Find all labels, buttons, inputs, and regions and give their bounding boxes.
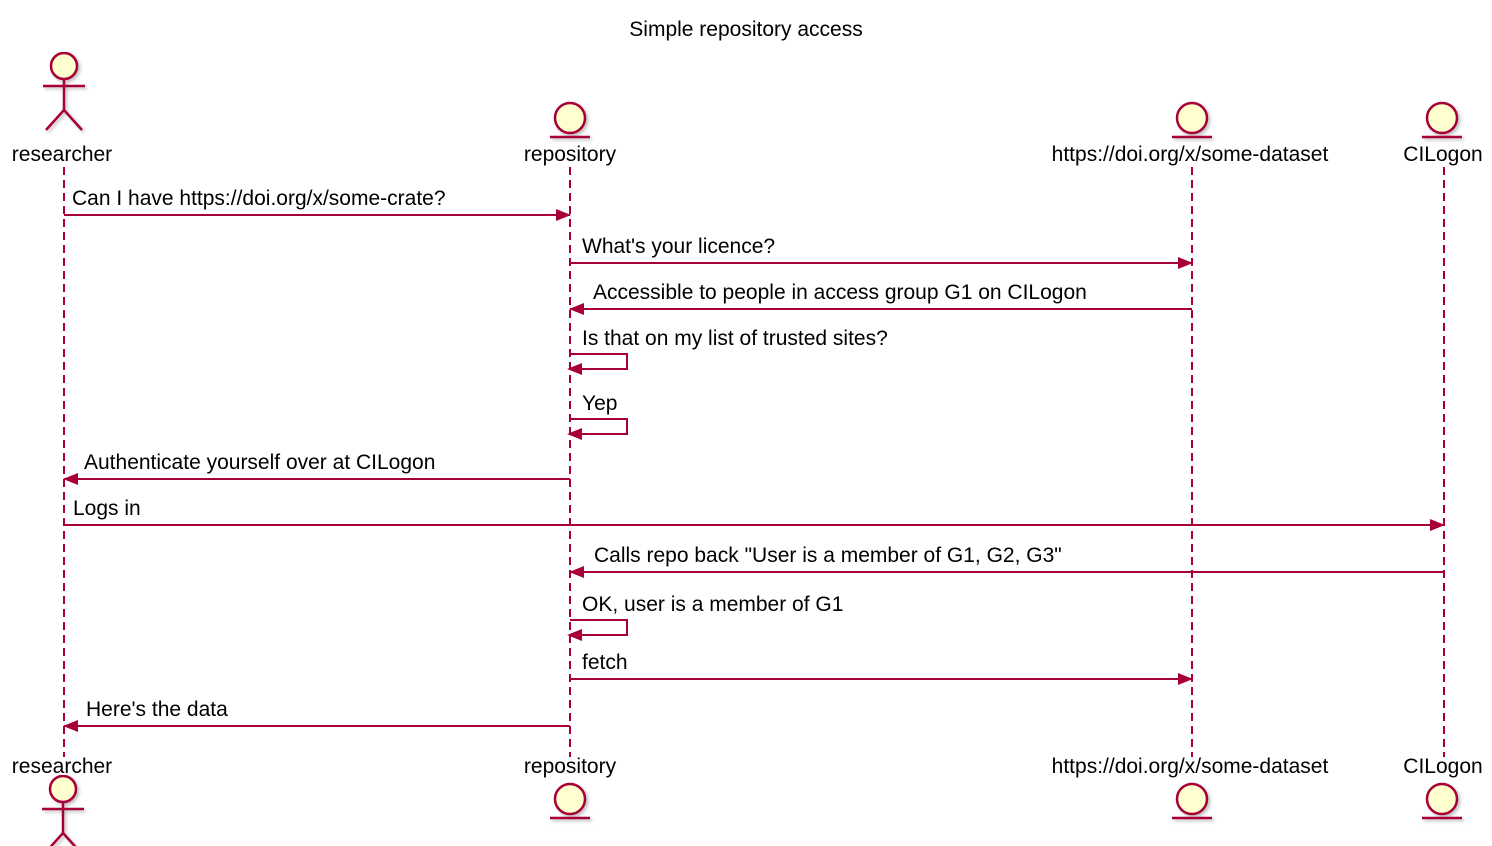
message-3: Accessible to people in access group G1 …	[569, 281, 1192, 315]
message-arrow	[570, 571, 1444, 573]
message-2: What's your licence?	[570, 235, 1193, 269]
participant-label-dataset-bottom: https://doi.org/x/some-dataset	[1051, 755, 1329, 778]
participant-label-cilogon-bottom: CILogon	[1403, 755, 1483, 778]
arrowhead-icon	[569, 303, 584, 315]
actor-icon-researcher-bottom	[42, 775, 84, 846]
message-10: fetch	[570, 651, 1193, 685]
entity-icon-cilogon-bottom	[1422, 782, 1462, 820]
message-label: What's your licence?	[582, 235, 776, 258]
participant-label-repository: repository	[523, 143, 617, 166]
participant-label-researcher-bottom: researcher	[11, 755, 113, 778]
lifeline-repository	[569, 167, 571, 757]
entity-icon-dataset-bottom	[1172, 782, 1212, 820]
participant-label-researcher: researcher	[11, 143, 113, 166]
message-arrow	[64, 478, 570, 480]
message-arrow	[570, 262, 1192, 264]
message-label: Is that on my list of trusted sites?	[582, 327, 888, 350]
message-8: Calls repo back "User is a member of G1,…	[569, 544, 1444, 578]
message-4-self: Is that on my list of trusted sites?	[567, 327, 888, 375]
message-label: OK, user is a member of G1	[582, 593, 844, 616]
arrowhead-icon	[567, 629, 582, 641]
arrowhead-icon	[567, 363, 582, 375]
arrowhead-icon	[63, 720, 78, 732]
entity-icon-repository	[550, 101, 590, 139]
arrowhead-icon	[569, 566, 584, 578]
lifeline-researcher	[63, 167, 65, 757]
message-arrow	[64, 725, 570, 727]
message-7: Logs in	[64, 497, 1445, 531]
message-arrow	[570, 678, 1192, 680]
message-label: Yep	[582, 392, 618, 415]
message-arrow	[64, 524, 1444, 526]
participant-label-cilogon: CILogon	[1403, 143, 1483, 166]
message-label: Can I have https://doi.org/x/some-crate?	[72, 187, 446, 210]
arrowhead-icon	[63, 473, 78, 485]
message-9-self: OK, user is a member of G1	[567, 593, 843, 641]
participant-label-repository-bottom: repository	[523, 755, 617, 778]
message-label: Authenticate yourself over at CILogon	[84, 451, 436, 474]
message-1: Can I have https://doi.org/x/some-crate?	[64, 187, 571, 221]
message-5-self: Yep	[567, 392, 770, 440]
message-label: Logs in	[73, 497, 141, 520]
message-arrow	[570, 308, 1192, 310]
entity-icon-repository-bottom	[550, 782, 590, 820]
message-arrow	[64, 214, 570, 216]
message-label: Accessible to people in access group G1 …	[593, 281, 1087, 304]
arrowhead-icon	[556, 209, 571, 221]
participant-label-dataset: https://doi.org/x/some-dataset	[1051, 143, 1329, 166]
message-label: Here's the data	[86, 698, 228, 721]
actor-icon-researcher	[43, 52, 85, 131]
message-6: Authenticate yourself over at CILogon	[63, 451, 570, 485]
self-arrow	[570, 418, 628, 435]
message-11: Here's the data	[63, 698, 570, 732]
arrowhead-icon	[1178, 257, 1193, 269]
entity-icon-dataset	[1172, 101, 1212, 139]
diagram-title: Simple repository access	[629, 18, 863, 41]
arrowhead-icon	[1430, 519, 1445, 531]
message-label: Calls repo back "User is a member of G1,…	[594, 544, 1062, 567]
self-arrow	[570, 619, 628, 636]
arrowhead-icon	[567, 428, 582, 440]
self-arrow	[570, 353, 628, 370]
lifeline-cilogon	[1443, 167, 1445, 757]
message-label: fetch	[582, 651, 628, 674]
lifeline-dataset	[1191, 167, 1193, 757]
entity-icon-cilogon	[1422, 101, 1462, 139]
arrowhead-icon	[1178, 673, 1193, 685]
